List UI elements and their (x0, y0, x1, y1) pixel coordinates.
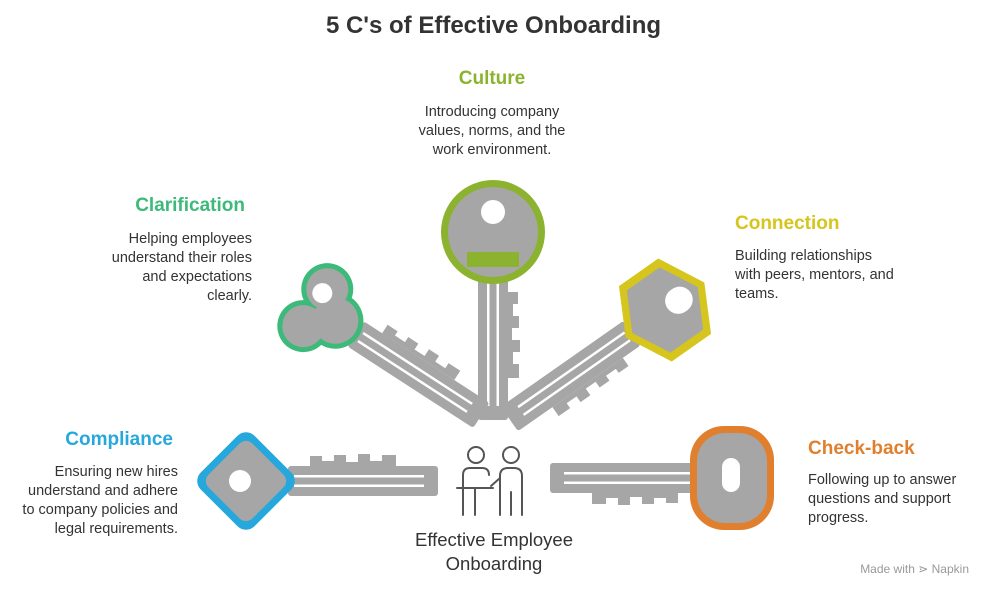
description-line: teams. (735, 286, 779, 302)
description-line: Helping employees (128, 231, 252, 247)
center-label-line: Onboarding (445, 553, 543, 574)
checkback-heading: Check-back (808, 438, 915, 459)
connection-heading: Connection (735, 213, 840, 234)
team-meeting-icon (456, 446, 523, 516)
description-line: Following up to answer (808, 472, 957, 488)
checkback-key-icon (550, 426, 774, 530)
checkback-description: Following up to answer questions and sup… (808, 471, 983, 528)
center-label-line: Effective Employee (414, 529, 574, 550)
description-line: understand their roles (111, 250, 252, 266)
clarification-description: Helping employees understand their roles… (70, 230, 252, 306)
compliance-key-icon (197, 432, 438, 530)
culture-key-icon (441, 180, 545, 420)
made-with-napkin-watermark: Made with ⋗ Napkin (860, 562, 969, 576)
description-line: questions and support (808, 491, 951, 507)
description-line: legal requirements. (54, 521, 178, 537)
center-label: Effective Employee Onboarding (380, 528, 608, 576)
description-line: with peers, mentors, and (735, 267, 894, 283)
description-line: to company policies and (22, 502, 178, 518)
connection-key-icon (500, 258, 712, 442)
description-line: Introducing company (424, 104, 560, 120)
culture-description: Introducing company values, norms, and t… (392, 103, 592, 160)
culture-heading: Culture (458, 68, 526, 89)
description-line: work environment. (432, 142, 552, 158)
description-line: clearly. (207, 288, 252, 304)
compliance-heading: Compliance (65, 429, 173, 450)
description-line: Ensuring new hires (54, 464, 178, 480)
clarification-key-icon (277, 263, 497, 429)
connection-description: Building relationships with peers, mento… (735, 247, 955, 304)
description-line: progress. (808, 510, 869, 526)
compliance-description: Ensuring new hires understand and adhere… (2, 463, 178, 539)
description-line: and expectations (142, 269, 252, 285)
description-line: values, norms, and the (418, 123, 566, 139)
watermark-brand: Napkin (931, 562, 969, 576)
page-title: 5 C's of Effective Onboarding (325, 12, 662, 39)
description-line: Building relationships (735, 248, 873, 264)
description-line: understand and adhere (28, 483, 178, 499)
watermark-prefix: Made with (860, 562, 915, 576)
clarification-heading: Clarification (135, 195, 245, 216)
napkin-logo-icon: ⋗ (918, 562, 929, 576)
